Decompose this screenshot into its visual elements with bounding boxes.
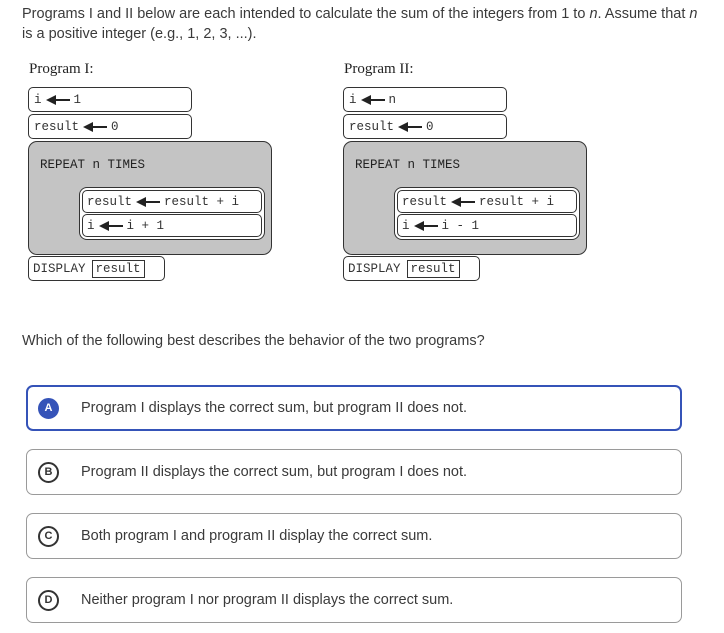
- repeat-body: result result + i i i + 1: [79, 187, 265, 240]
- program-1-inner-line-1: result result + i: [82, 190, 262, 213]
- assign-arrow-icon: [398, 121, 423, 132]
- program-1-display: DISPLAY result: [28, 256, 165, 281]
- program-2-display: DISPLAY result: [343, 256, 480, 281]
- display-var: result: [406, 259, 460, 278]
- option-letter-badge: D: [38, 589, 59, 611]
- code-var: result: [402, 194, 448, 209]
- option-text: Both program I and program II display th…: [81, 528, 433, 544]
- code-value: 0: [111, 119, 119, 134]
- code-var: i: [349, 92, 357, 107]
- code-var: i: [87, 218, 95, 233]
- answer-option-c[interactable]: C Both program I and program II display …: [26, 513, 682, 559]
- answer-option-b[interactable]: B Program II displays the correct sum, b…: [26, 449, 682, 495]
- code-expr: result + i: [164, 194, 240, 209]
- assign-arrow-icon: [45, 94, 70, 105]
- option-text: Neither program I nor program II display…: [81, 592, 454, 608]
- program-2-repeat-block: REPEAT n TIMES result result + i i i - 1: [343, 141, 587, 255]
- intro-var-n: n: [589, 6, 598, 22]
- program-1-repeat-block: REPEAT n TIMES result result + i i i + 1: [28, 141, 272, 255]
- program-2-inner-line-1: result result + i: [397, 190, 577, 213]
- assign-arrow-icon: [136, 196, 161, 207]
- code-var: result: [349, 119, 395, 134]
- intro-text: . Assume that: [597, 6, 690, 22]
- assign-arrow-icon: [98, 220, 123, 231]
- program-1-title: Program I:: [29, 61, 94, 77]
- answer-option-a[interactable]: A Program I displays the correct sum, bu…: [26, 385, 682, 431]
- code-var: i: [34, 92, 42, 107]
- code-expr: i - 1: [441, 218, 480, 233]
- code-value: n: [388, 92, 397, 107]
- code-var: result: [34, 119, 80, 134]
- display-keyword: DISPLAY: [348, 261, 401, 276]
- assign-arrow-icon: [360, 94, 385, 105]
- display-keyword: DISPLAY: [33, 261, 86, 276]
- code-expr: result + i: [479, 194, 555, 209]
- code-var: i: [402, 218, 410, 233]
- repeat-body: result result + i i i - 1: [394, 187, 580, 240]
- program-2-line-2: result 0: [343, 114, 507, 139]
- option-letter-badge: A: [38, 397, 59, 419]
- assign-arrow-icon: [83, 121, 108, 132]
- display-var: result: [91, 259, 145, 278]
- question-intro: Programs I and II below are each intende…: [22, 4, 702, 44]
- program-2-inner-line-2: i i - 1: [397, 214, 577, 237]
- intro-text: is a positive integer (e.g., 1, 2, 3, ..…: [22, 26, 257, 42]
- assign-arrow-icon: [451, 196, 476, 207]
- assign-arrow-icon: [413, 220, 438, 231]
- program-1-inner-line-2: i i + 1: [82, 214, 262, 237]
- answer-option-d[interactable]: D Neither program I nor program II displ…: [26, 577, 682, 623]
- question-prompt: Which of the following best describes th…: [22, 333, 485, 349]
- option-letter-badge: B: [38, 461, 59, 483]
- program-2-title: Program II:: [344, 61, 414, 77]
- code-var: result: [87, 194, 133, 209]
- repeat-label: REPEAT n TIMES: [40, 158, 146, 172]
- option-text: Program II displays the correct sum, but…: [81, 464, 468, 480]
- program-1-line-2: result 0: [28, 114, 192, 139]
- code-value: 0: [426, 119, 434, 134]
- code-value: 1: [73, 92, 82, 107]
- intro-var-n: n: [689, 6, 698, 22]
- intro-text: Programs I and II below are each intende…: [22, 6, 590, 22]
- option-text: Program I displays the correct sum, but …: [81, 400, 468, 416]
- option-letter-badge: C: [38, 525, 59, 547]
- code-expr: i + 1: [126, 218, 165, 233]
- repeat-label: REPEAT n TIMES: [355, 158, 461, 172]
